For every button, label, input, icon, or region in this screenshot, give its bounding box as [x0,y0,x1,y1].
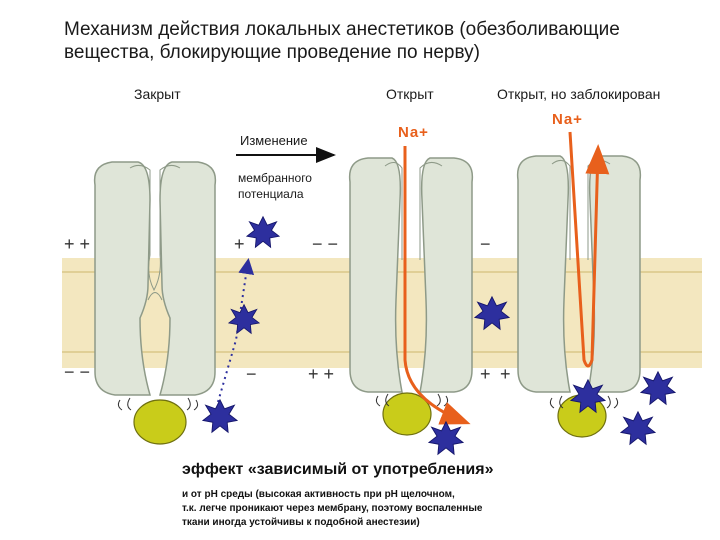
footer-note-line2: т.к. легче проникают через мембрану, поэ… [182,503,483,514]
arrow-label-line3: потенциала [238,187,304,201]
channel-closed [93,161,217,445]
footer-title: эффект «зависимый от употребления» [182,461,494,478]
drug-molecule [640,371,676,405]
charge-top-open-minus: − − [312,234,338,254]
charge-bottom-blocked-plus: + [500,364,511,384]
charge-top-mid-plus: + [234,234,245,254]
footer-note-line1: и от pH среды (высокая активность при pH… [182,489,455,500]
na-label-open: Na+ [398,124,429,141]
footer-note: и от pH среды (высокая активность при pH… [182,488,562,530]
charge-bottom-mid-minus: − [246,364,257,384]
page-title: Механизм действия локальных анестетиков … [64,19,620,63]
charge-bottom-open-plus: + + [308,364,334,384]
channel-open [348,157,474,436]
drug-molecule [620,411,656,445]
state-label-closed: Закрыт [134,86,181,102]
channel-open-blocked [516,155,642,438]
state-label-open-blocked: Открыт, но заблокирован [497,86,661,102]
charge-top-open-right-minus: − [480,234,491,254]
drug-molecule [246,216,280,248]
gate-ball [382,392,432,436]
na-label-blocked: Na+ [552,111,583,128]
na-flow-arrow-open [403,146,471,425]
footer-note-line3: ткани иногда устойчивы к подобной анесте… [182,517,420,528]
gate-ball [133,399,187,445]
drug-molecule [202,399,238,433]
charge-bottom-open-right-plus: + [480,364,491,384]
drug-molecule [428,421,464,455]
arrow-label-line2: мембранного [238,171,312,185]
charge-top-left-plus: + + [64,234,90,254]
charge-bottom-left-minus: − − [64,362,90,382]
state-label-open: Открыт [386,86,434,102]
arrow-label-line1: Изменение [240,133,308,148]
na-flow-arrow-blocked [568,131,610,368]
